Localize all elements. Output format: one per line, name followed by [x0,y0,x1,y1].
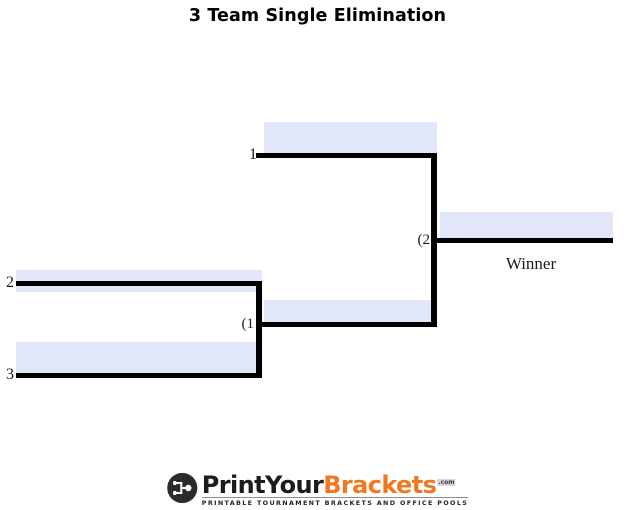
slot-rule-round-2-lower [256,322,437,327]
logo-word-printyour: PrintYour [201,471,324,499]
winner-label: Winner [505,254,557,273]
site-logo[interactable]: PrintYourBrackets.com PRINTABLE TOURNAME… [0,472,635,510]
connector-round-1-game-1 [256,281,262,378]
team-entry-box-seed-3[interactable] [16,342,262,373]
game-number-label-2: (2 [417,232,431,248]
slot-rule-seed-1 [256,153,437,158]
team-entry-box-seed-1[interactable] [264,122,437,153]
game-number-label-1: (1 [241,316,255,332]
seed-label-3: 3 [6,366,14,383]
slot-rule-seed-2 [16,281,262,286]
logo-wordmark: PrintYourBrackets.com [202,472,468,498]
logo-tagline: PRINTABLE TOURNAMENT BRACKETS AND OFFICE… [201,497,469,507]
slot-rule-champion [431,238,613,243]
slot-rule-seed-3 [16,373,262,378]
page-title: 3 Team Single Elimination [188,6,447,26]
team-entry-box-round-2-lower[interactable] [264,300,437,322]
seed-label-2: 2 [6,274,14,291]
team-entry-box-champion[interactable] [440,212,613,238]
printyourbrackets-logo-icon [166,473,197,503]
seed-label-1: 1 [249,146,257,163]
logo-domain-suffix: .com [437,479,456,486]
logo-word-brackets: Brackets [323,471,437,499]
bracket-canvas: 2 3 (1 1 (2 Winner [6,122,613,383]
